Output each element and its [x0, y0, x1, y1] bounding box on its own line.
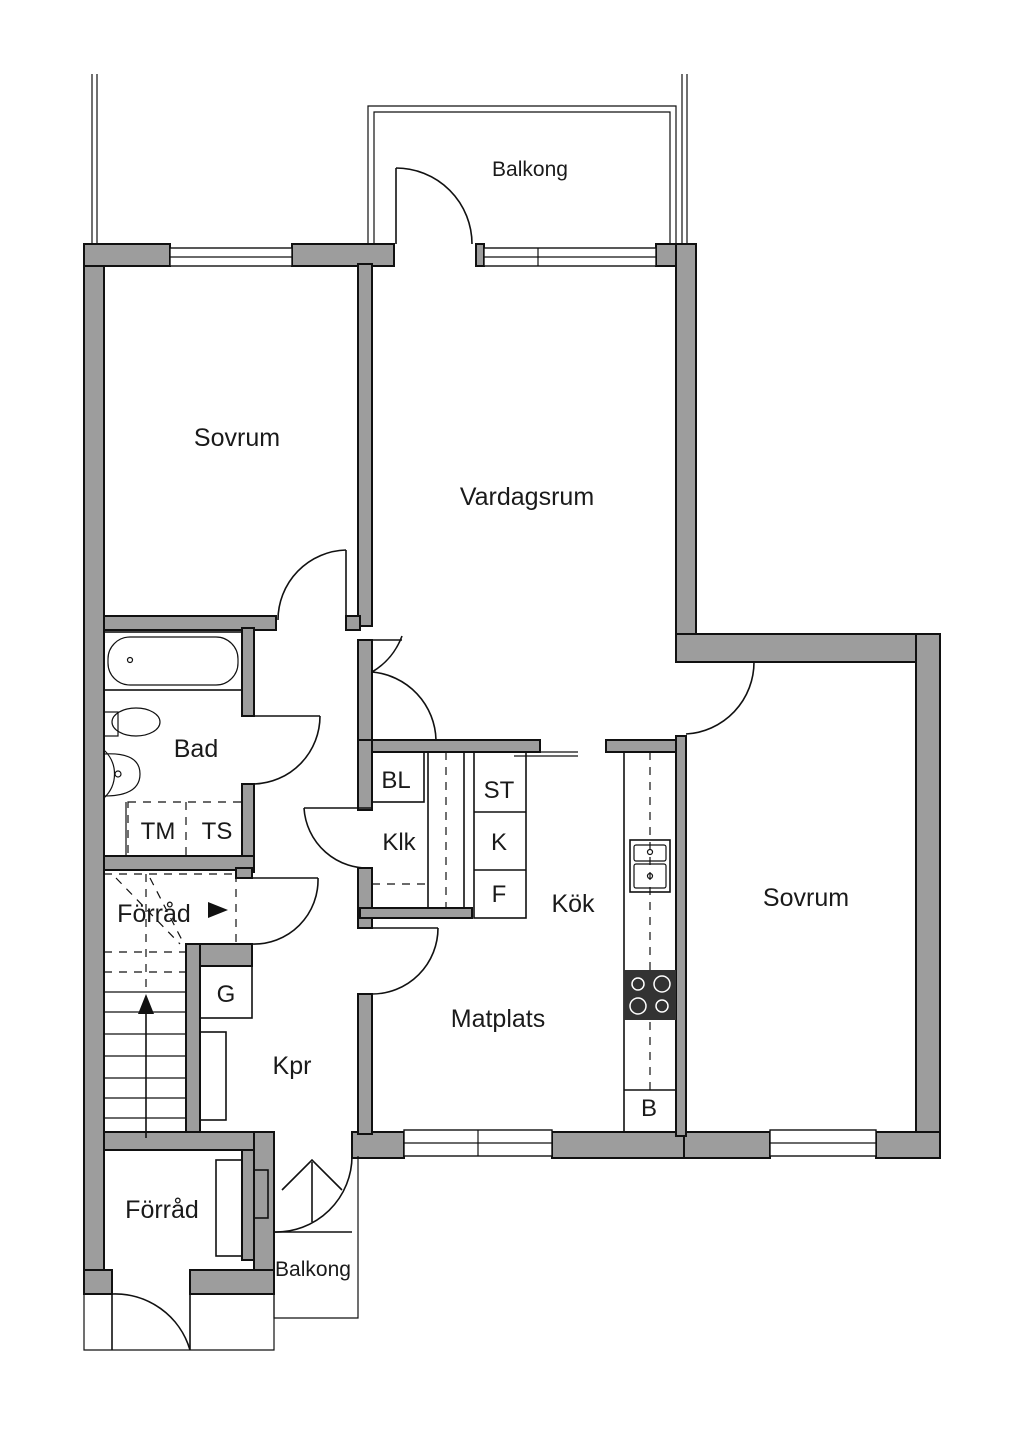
hall-fixtures [199, 965, 343, 1257]
entry-arrow-icon [281, 1158, 343, 1222]
label-forrad-bottom: Förråd [125, 1196, 199, 1224]
label-st: ST [484, 777, 515, 804]
label-k: K [491, 829, 507, 856]
label-balkong-bottom: Balkong [275, 1258, 351, 1281]
label-g: G [217, 981, 236, 1008]
label-sovrum-left: Sovrum [194, 424, 280, 452]
walls [83, 243, 941, 1295]
sink-icon [629, 839, 671, 893]
label-f: F [492, 881, 507, 908]
label-forrad-stairs: Förråd [117, 900, 191, 928]
label-matplats: Matplats [451, 1005, 545, 1033]
stair-arrow-right-icon [208, 902, 228, 918]
windows [169, 247, 877, 1157]
label-tm: TM [141, 818, 176, 845]
doors [111, 167, 755, 1351]
stairs [104, 873, 237, 1138]
kitchen-counter [623, 751, 677, 1133]
label-bl: BL [381, 767, 410, 794]
label-kok: Kök [551, 890, 595, 918]
stove-icon [624, 970, 676, 1020]
label-vardagsrum: Vardagsrum [460, 483, 594, 511]
label-b: B [641, 1095, 657, 1122]
label-kpr: Kpr [273, 1052, 312, 1080]
toilet-icon [103, 707, 161, 737]
label-ts: TS [202, 818, 233, 845]
wardrobes [371, 751, 527, 919]
washbasin-icon [103, 749, 141, 799]
label-klk: Klk [382, 829, 416, 856]
label-bad: Bad [174, 735, 218, 763]
bathtub-icon [103, 631, 243, 691]
label-sovrum-right: Sovrum [763, 884, 849, 912]
balconies [83, 74, 688, 1351]
label-balkong-top: Balkong [492, 158, 568, 181]
room-labels: Balkong Sovrum Vardagsrum Bad TM TS BL K… [117, 158, 849, 1281]
bathroom-fixtures [103, 631, 243, 857]
stair-arrow-icon [138, 994, 154, 1014]
